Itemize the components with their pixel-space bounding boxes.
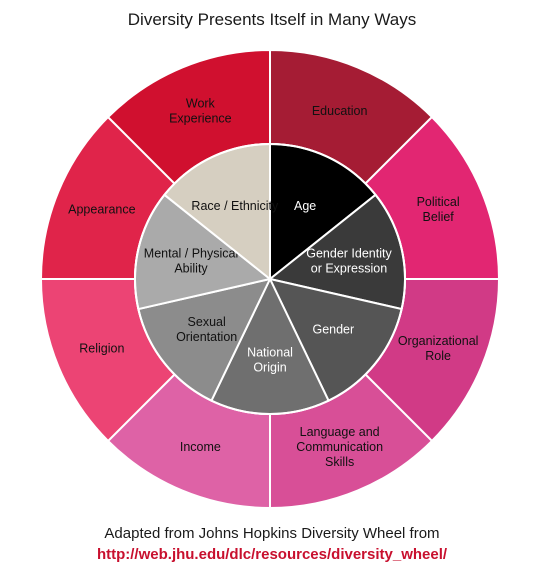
inner-ring-border [134, 143, 406, 415]
inner-label-gender-identity-or-expression-line: Gender Identity [306, 246, 392, 260]
inner-label-national-origin-line: National [247, 346, 293, 360]
outer-label-income-line: Income [180, 440, 221, 454]
inner-label-national-origin-line: Origin [253, 361, 286, 375]
inner-label-gender-identity-or-expression-line: or Expression [311, 261, 387, 275]
outer-label-appearance: Appearance [68, 202, 135, 216]
page-title: Diversity Presents Itself in Many Ways [127, 10, 417, 29]
outer-label-language-and-communication-skills-line: Communication [296, 440, 383, 454]
inner-label-mental-physical-ability-line: Ability [174, 261, 208, 275]
inner-label-race-ethnicity: Race / Ethnicity [191, 199, 279, 213]
source-caption: Adapted from Johns Hopkins Diversity Whe… [104, 525, 440, 542]
outer-label-education-line: Education [312, 104, 368, 118]
outer-label-organizational-role-line: Role [425, 349, 451, 363]
outer-label-work-experience-line: Experience [169, 111, 232, 125]
outer-label-work-experience-line: Work [186, 96, 216, 110]
inner-label-gender-line: Gender [312, 323, 354, 337]
inner-label-age: Age [294, 199, 316, 213]
inner-label-mental-physical-ability-line: Mental / Physical [144, 246, 238, 260]
outer-label-income: Income [180, 440, 221, 454]
outer-label-language-and-communication-skills-line: Skills [325, 455, 354, 469]
inner-label-age-line: Age [294, 199, 316, 213]
source-link[interactable]: http://web.jhu.edu/dlc/resources/diversi… [96, 546, 448, 563]
outer-label-appearance-line: Appearance [68, 202, 135, 216]
inner-label-gender: Gender [312, 323, 354, 337]
outer-label-political-belief-line: Belief [423, 210, 455, 224]
outer-label-political-belief-line: Political [417, 195, 460, 209]
inner-label-sexual-orientation-line: Sexual [188, 315, 226, 329]
outer-label-religion-line: Religion [79, 342, 124, 356]
outer-label-religion: Religion [79, 342, 124, 356]
inner-label-race-ethnicity-line: Race / Ethnicity [191, 199, 279, 213]
outer-label-language-and-communication-skills-line: Language and [300, 425, 380, 439]
outer-label-organizational-role-line: Organizational [398, 334, 479, 348]
inner-label-sexual-orientation-line: Orientation [176, 330, 237, 344]
outer-label-education: Education [312, 104, 368, 118]
